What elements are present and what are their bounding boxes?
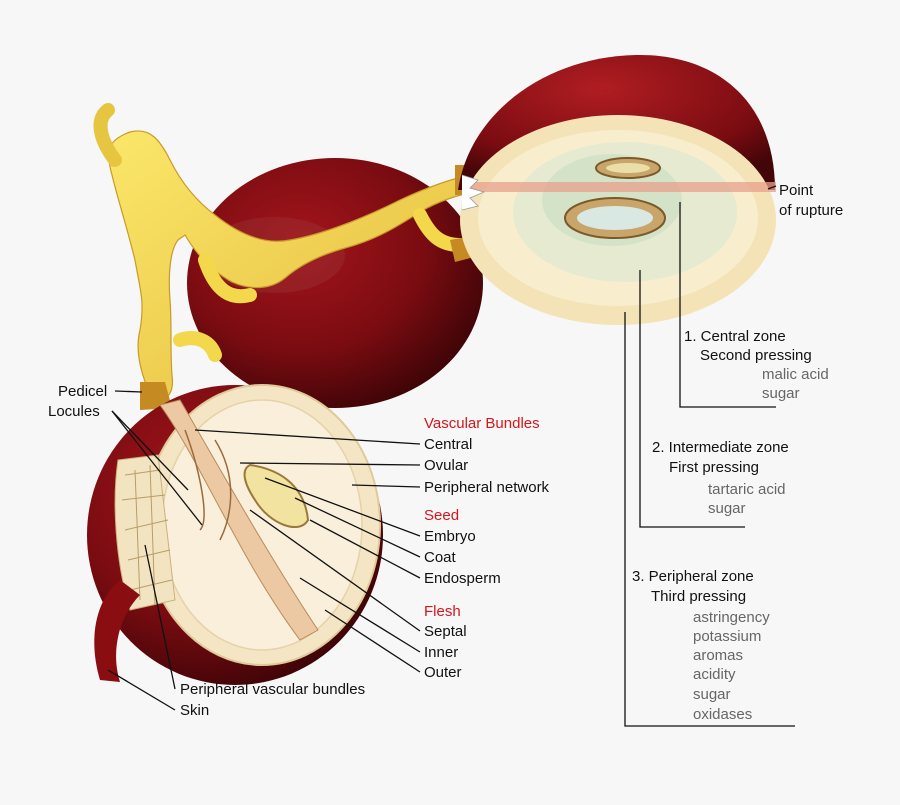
zone-peripheral-item: acidity — [693, 666, 736, 683]
label-point: Point — [779, 182, 814, 199]
label-coat: Coat — [424, 549, 457, 566]
zone-intermediate-title: 2. Intermediate zone — [652, 439, 789, 456]
zone-central-title: 1. Central zone — [684, 328, 786, 345]
heading-vascular-bundles: Vascular Bundles — [424, 415, 540, 432]
label-locules: Locules — [48, 403, 100, 420]
label-pedicel: Pedicel — [58, 383, 107, 400]
label-ovular: Ovular — [424, 457, 468, 474]
zone-peripheral-item: oxidases — [693, 706, 752, 723]
left-labels: Pedicel Locules Peripheral vascular bund… — [48, 383, 365, 719]
zone-peripheral-item: aromas — [693, 647, 743, 664]
zone-peripheral-pressing: Third pressing — [651, 588, 746, 605]
label-embryo: Embryo — [424, 528, 476, 545]
zone-peripheral-title: 3. Peripheral zone — [632, 568, 754, 585]
label-outer: Outer — [424, 664, 462, 681]
zone-peripheral-item: potassium — [693, 628, 761, 645]
heading-seed: Seed — [424, 507, 459, 524]
zone-central-item: sugar — [762, 385, 800, 402]
cut-grape-right — [458, 55, 776, 325]
zone-central-item: malic acid — [762, 366, 829, 383]
zone-intermediate-item: tartaric acid — [708, 481, 786, 498]
label-inner: Inner — [424, 644, 458, 661]
cut-grape-left — [87, 384, 383, 685]
heading-flesh: Flesh — [424, 603, 461, 620]
zone-intermediate-item: sugar — [708, 500, 746, 517]
leader-lines — [107, 185, 795, 727]
right-labels: Point of rupture 1. Central zone Second … — [632, 182, 843, 723]
label-peripheral-vascular-bundles: Peripheral vascular bundles — [180, 681, 365, 698]
zone-central-pressing: Second pressing — [700, 347, 812, 364]
label-septal: Septal — [424, 623, 467, 640]
label-peripheral-network: Peripheral network — [424, 479, 550, 496]
zone-peripheral-item: sugar — [693, 686, 731, 703]
zone-peripheral-item: astringency — [693, 609, 770, 626]
center-labels: Vascular Bundles Central Ovular Peripher… — [424, 415, 550, 681]
label-central: Central — [424, 436, 472, 453]
zone-intermediate-pressing: First pressing — [669, 459, 759, 476]
label-of-rupture: of rupture — [779, 202, 843, 219]
label-endosperm: Endosperm — [424, 570, 501, 587]
label-skin: Skin — [180, 702, 209, 719]
